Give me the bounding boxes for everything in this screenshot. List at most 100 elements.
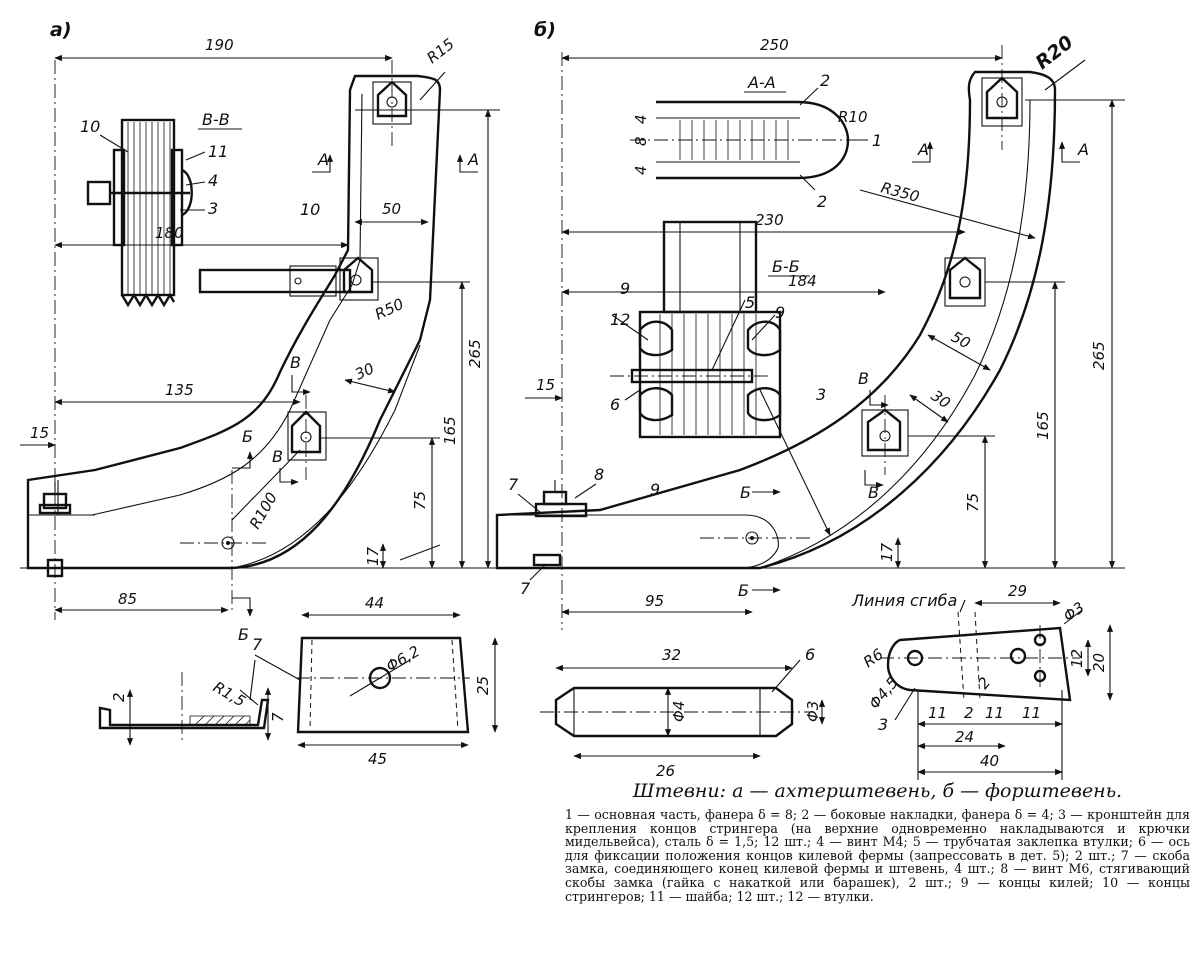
d3-d3: Φ3: [1060, 598, 1088, 625]
dim-165: 165: [441, 416, 459, 445]
d3-11b: 11: [985, 704, 1004, 722]
vv-part-10: 10: [80, 117, 100, 136]
d3-part-number: 3: [878, 715, 888, 734]
bracket-middle: [339, 256, 379, 301]
aa-part-1: 1: [872, 131, 882, 150]
sternpost-inner-edge: [57, 93, 363, 516]
leader-8: [574, 483, 597, 499]
section-v-bottom: В: [272, 447, 283, 466]
d3-11c: 11: [1022, 704, 1041, 722]
part-10-main: 10: [300, 200, 320, 219]
caption-legend: 1 — основная часть, фанера δ = 8; 2 — бо…: [565, 807, 1190, 904]
stringer-end: [198, 268, 352, 294]
d6-d2: Φ3: [804, 701, 822, 722]
dim-line-30b: [909, 394, 949, 423]
b-label-v-bottom: В: [868, 483, 879, 502]
section-b-top: Б: [242, 427, 253, 446]
view-b-label: б): [534, 19, 556, 41]
section-vv: В-В 10 11 4 3: [80, 110, 242, 308]
dim-r100: R100: [246, 489, 281, 532]
view-a-label: а): [50, 19, 72, 41]
leader-r100: [231, 449, 301, 521]
b-part-7-bottom: 7: [520, 579, 531, 598]
leader-r20: [1044, 59, 1086, 91]
view-a: а): [20, 19, 500, 644]
bb-part-5: 5: [745, 293, 755, 312]
sternpost-outline: [26, 74, 442, 570]
dim-265: 265: [466, 339, 484, 368]
d7-part-number: 7: [252, 635, 263, 654]
d3-24: 24: [955, 728, 974, 746]
b-section-v-bottom: [864, 470, 884, 489]
svg-text:4: 4: [632, 114, 650, 124]
d3-bend-line: Линия сгиба: [851, 591, 957, 610]
dim-30: 30: [352, 359, 377, 383]
section-aa: А-А 4 8 4 2 1 2: [630, 71, 882, 211]
dim-r15: R15: [423, 35, 457, 67]
d7-bottom: 45: [368, 750, 387, 768]
dim-30b: 30: [928, 387, 954, 413]
d7-height: 7: [269, 712, 287, 722]
svg-text:4: 4: [632, 165, 650, 175]
d3-40: 40: [980, 752, 999, 770]
dim-180: 180: [155, 224, 184, 242]
radius-line-r350: [759, 389, 831, 536]
stringer-clamp: [289, 265, 337, 297]
d6-part-number: 6: [805, 645, 815, 664]
stem-outline: [495, 70, 1057, 570]
section-bb-title: Б-Б: [772, 257, 800, 276]
dim-r10: R10: [838, 108, 868, 126]
aa-part-2-bottom: 2: [817, 192, 827, 211]
b-label-b-bottom: Б: [738, 581, 749, 600]
ext-line-axle: [399, 544, 441, 561]
dim-95: 95: [645, 592, 664, 610]
d3-11a: 11: [928, 704, 947, 722]
b-section-a-right: [1058, 141, 1080, 163]
b-part-8: 8: [594, 465, 604, 484]
dim-15: 15: [30, 424, 49, 442]
b-section-v-top: [869, 390, 889, 409]
dim-190: 190: [205, 36, 234, 54]
section-a-arrow-left: [312, 154, 334, 173]
aa-part-2-top: 2: [820, 71, 830, 90]
d6-length: 32: [662, 646, 681, 664]
leader-r15: [419, 71, 446, 101]
vv-part-3: 3: [208, 199, 218, 218]
d3-2: 2: [964, 704, 974, 722]
dim-r50: R50: [372, 295, 406, 324]
dim-line-30: [344, 378, 396, 394]
section-v-top: В: [290, 353, 301, 372]
section-a-left: А: [317, 150, 329, 169]
b-label-a-right: А: [1077, 140, 1089, 159]
detail-6: 32 26 Φ4 Φ3 6: [540, 645, 826, 780]
section-bb: Б-Б 9 12 5 9: [610, 220, 810, 439]
dim-85: 85: [118, 590, 137, 608]
dim-250: 250: [760, 36, 789, 54]
bb-part-6: 6: [610, 395, 620, 414]
dim-50: 50: [382, 200, 401, 218]
view-b: б): [490, 19, 1125, 630]
dim-265b: 265: [1090, 341, 1108, 370]
b-part-9: 9: [650, 480, 660, 499]
d6-d1: Φ4: [670, 701, 688, 722]
section-b-arrow-bottom: [232, 597, 254, 617]
bb-part-12: 12: [610, 310, 630, 329]
detail-7: 2 R1,5 7 44 45 Φ6,2 25 7: [98, 594, 499, 768]
section-b-bottom: Б: [238, 625, 249, 644]
vv-part-4: 4: [208, 171, 218, 190]
detail-3: Линия сгиба 29 R6 Φ4,5 2 Φ3 12 20 3 11 2…: [851, 582, 1114, 780]
b-label-v-top: В: [858, 369, 869, 388]
section-b-arrow-top: [232, 451, 254, 469]
d6-body: 26: [656, 762, 675, 780]
stringer-pin: [294, 277, 302, 285]
bracket-lower: [287, 410, 327, 461]
dim-r350: R350: [879, 178, 921, 205]
b-label-a-left: А: [917, 140, 929, 159]
vv-part-11: 11: [208, 142, 228, 161]
dim-165b: 165: [1034, 411, 1052, 440]
caption: Штевни: а — ахтерштевень, б — форштевень…: [565, 780, 1190, 903]
dim-line-50b: [927, 334, 991, 371]
sternpost-outer-edge: [231, 344, 421, 569]
dim-17: 17: [364, 546, 382, 566]
